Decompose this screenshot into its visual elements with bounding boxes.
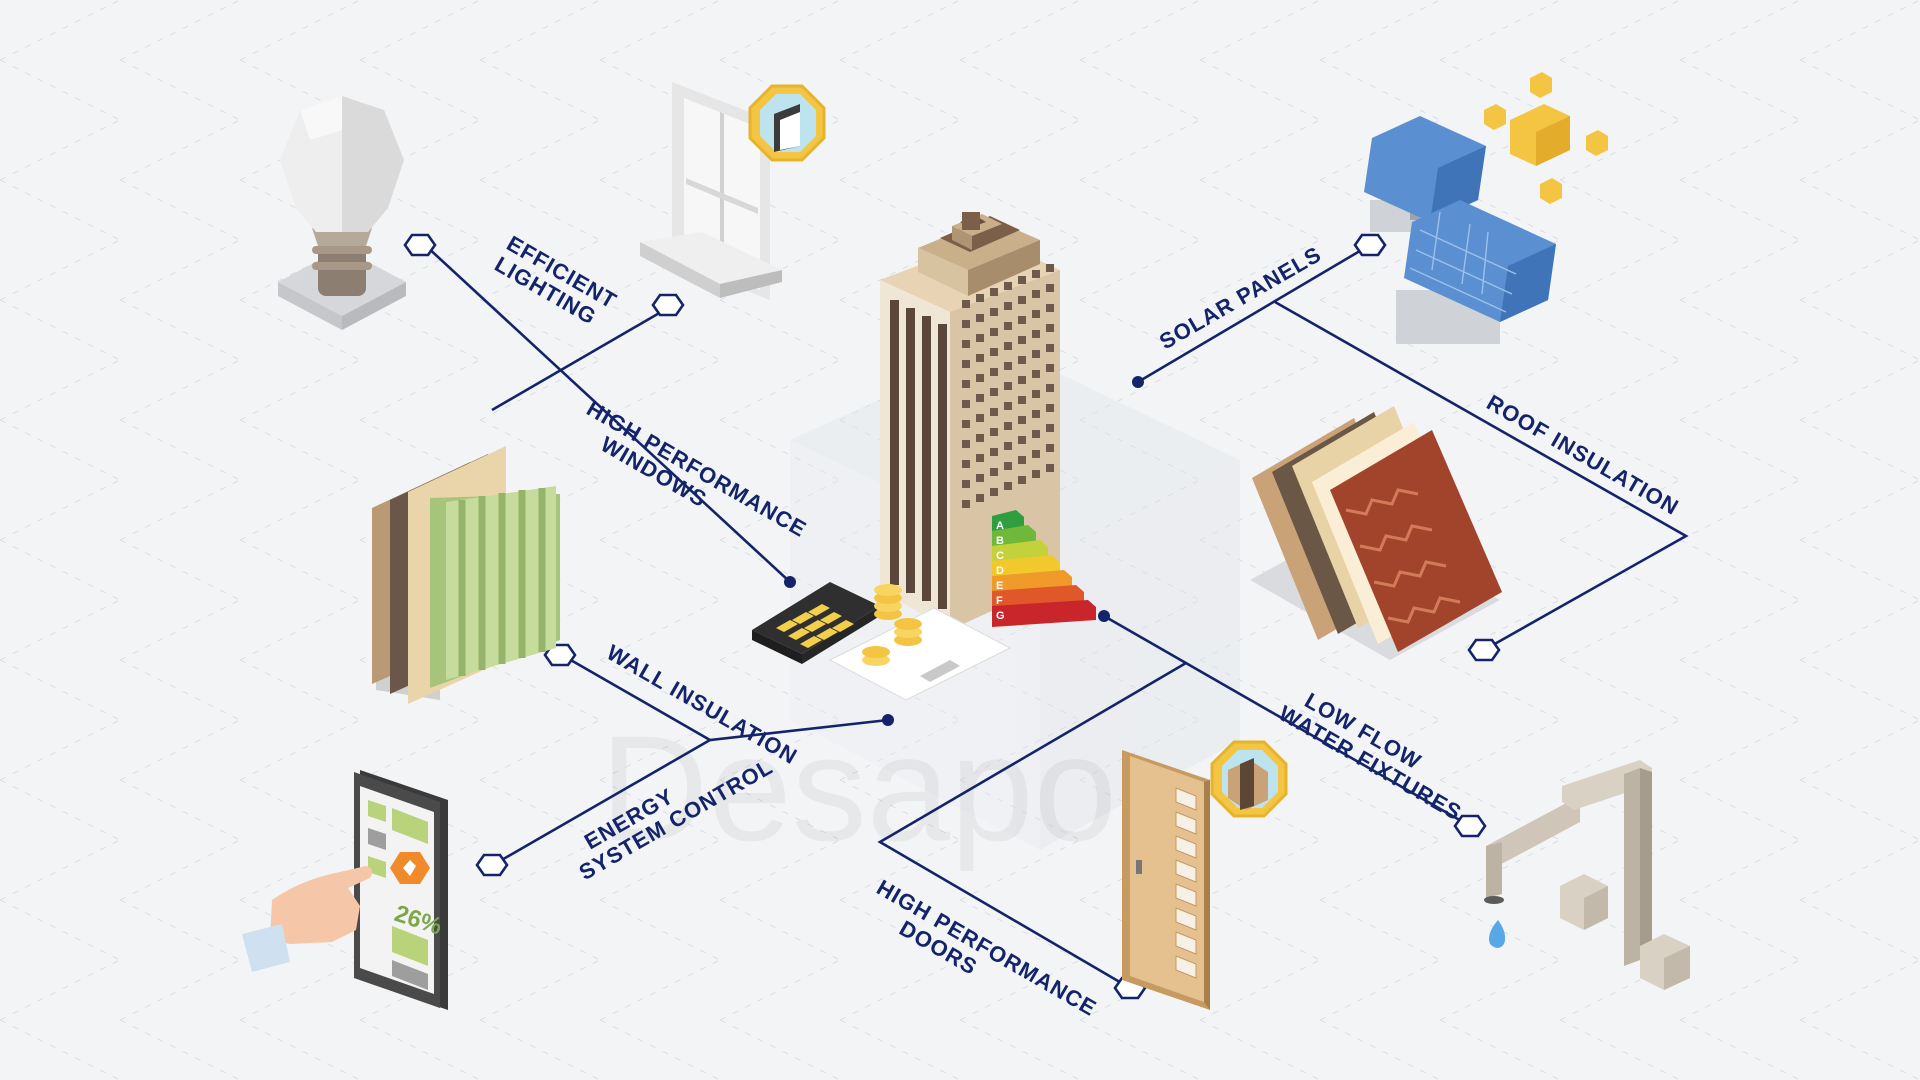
rating-bar-g — [992, 600, 1096, 627]
solar-panels-icon — [1364, 116, 1556, 344]
node-windows — [651, 293, 685, 317]
rating-letter-f: F — [996, 595, 1003, 607]
skyscraper-icon — [880, 212, 1060, 630]
watermark: Desapo — [600, 704, 1117, 872]
node-lighting — [403, 233, 437, 257]
sun-icon — [1484, 72, 1608, 204]
rating-letter-a: A — [996, 520, 1004, 532]
node-solar — [1353, 233, 1387, 257]
roof-insulation-icon — [1250, 406, 1502, 660]
node-roof — [1467, 638, 1501, 662]
rating-letter-b: B — [996, 535, 1004, 547]
node-water — [1453, 814, 1487, 838]
door-icon — [1122, 740, 1288, 1010]
coins-icon — [862, 584, 922, 666]
rating-letter-g: G — [996, 610, 1005, 622]
dot-windows-end — [784, 576, 796, 588]
dot-water-end — [1098, 610, 1110, 622]
window-icon — [640, 82, 826, 300]
rating-letter-e: E — [996, 580, 1003, 592]
faucet-icon — [1484, 760, 1690, 990]
rating-letter-d: D — [996, 565, 1004, 577]
light-bulb-icon — [278, 96, 406, 330]
dot-solar-end — [1132, 376, 1144, 388]
connector-lines — [424, 243, 1689, 990]
dot-energy-end — [882, 714, 894, 726]
smartphone-icon: 26% — [354, 770, 448, 1010]
wall-insulation-icon — [372, 446, 560, 704]
node-energy — [475, 853, 509, 877]
calculator-icon — [752, 582, 880, 664]
pointing-hand-icon — [242, 866, 373, 972]
rating-letter-c: C — [996, 550, 1004, 562]
